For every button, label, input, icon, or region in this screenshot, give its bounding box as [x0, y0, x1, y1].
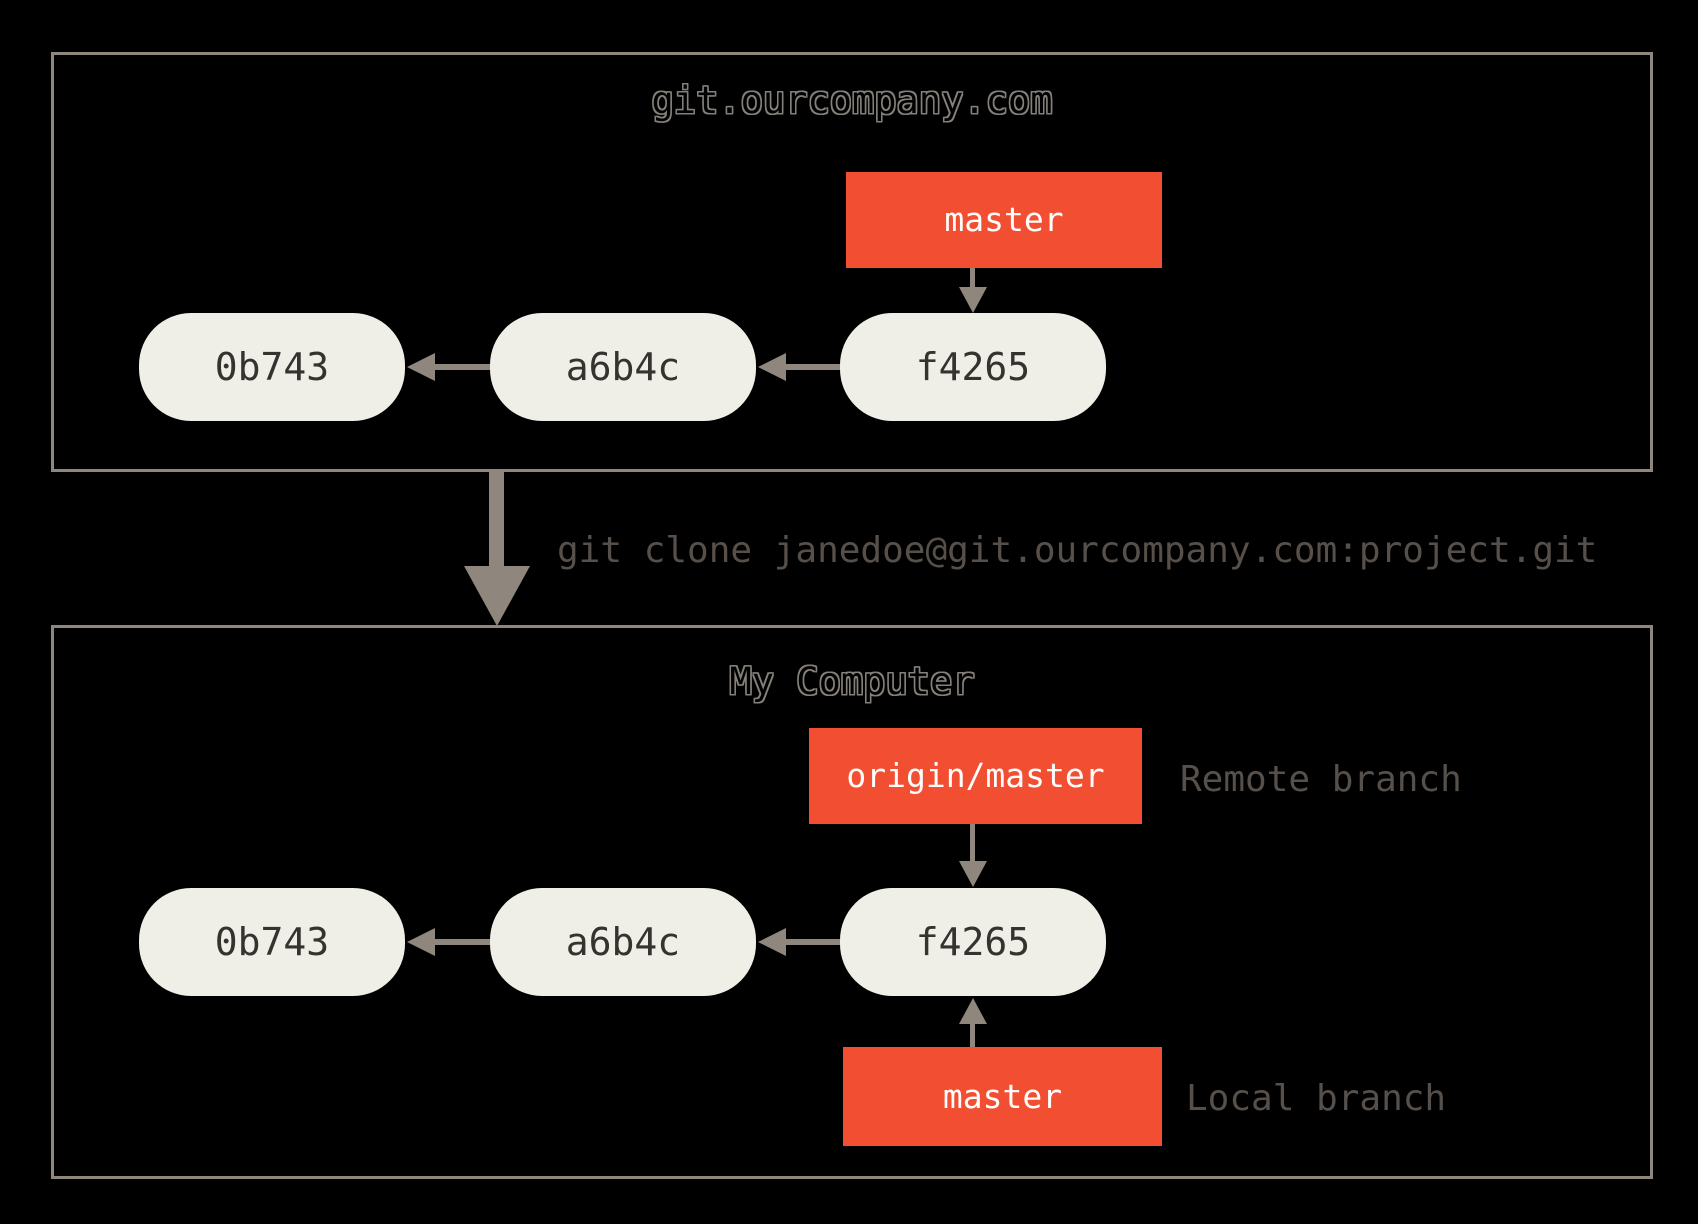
- remote-branch-box: origin/master: [809, 728, 1142, 824]
- server-parent-arrow-shaft-1: [432, 364, 490, 370]
- commit-server-0b743: 0b743: [139, 313, 405, 421]
- local-branch-box: master: [843, 1047, 1162, 1146]
- server-master-branch-box: master: [846, 172, 1162, 268]
- local-branch-annotation: Local branch: [1186, 1078, 1447, 1119]
- clone-command-label: git clone janedoe@git.ourcompany.com:pro…: [557, 530, 1598, 571]
- commit-local-a6b4c: a6b4c: [490, 888, 756, 996]
- local-parent-arrow-head-2: [758, 928, 786, 956]
- local-parent-arrow-shaft-2: [783, 939, 840, 945]
- server-parent-arrow-head-2: [758, 353, 786, 381]
- commit-local-0b743: 0b743: [139, 888, 405, 996]
- remote-branch-annotation: Remote branch: [1180, 759, 1462, 800]
- local-parent-arrow-head-1: [407, 928, 435, 956]
- server-branch-arrow-shaft: [970, 268, 975, 290]
- server-parent-arrow-head-1: [407, 353, 435, 381]
- clone-arrow-head: [464, 566, 530, 626]
- local-branch-arrow-shaft: [970, 1021, 975, 1047]
- server-parent-arrow-shaft-2: [783, 364, 840, 370]
- computer-title: My Computer: [729, 660, 975, 703]
- commit-server-f4265: f4265: [840, 313, 1106, 421]
- commit-local-f4265: f4265: [840, 888, 1106, 996]
- commit-server-a6b4c: a6b4c: [490, 313, 756, 421]
- remote-branch-arrow-shaft: [970, 824, 975, 864]
- remote-branch-arrow-head: [959, 861, 987, 887]
- local-parent-arrow-shaft-1: [432, 939, 490, 945]
- clone-arrow-shaft: [489, 472, 504, 567]
- computer-box: [51, 625, 1653, 1179]
- server-title: git.ourcompany.com: [651, 79, 1053, 122]
- server-branch-arrow-head: [959, 287, 987, 313]
- local-branch-arrow-head: [959, 998, 987, 1024]
- server-box: [51, 52, 1653, 472]
